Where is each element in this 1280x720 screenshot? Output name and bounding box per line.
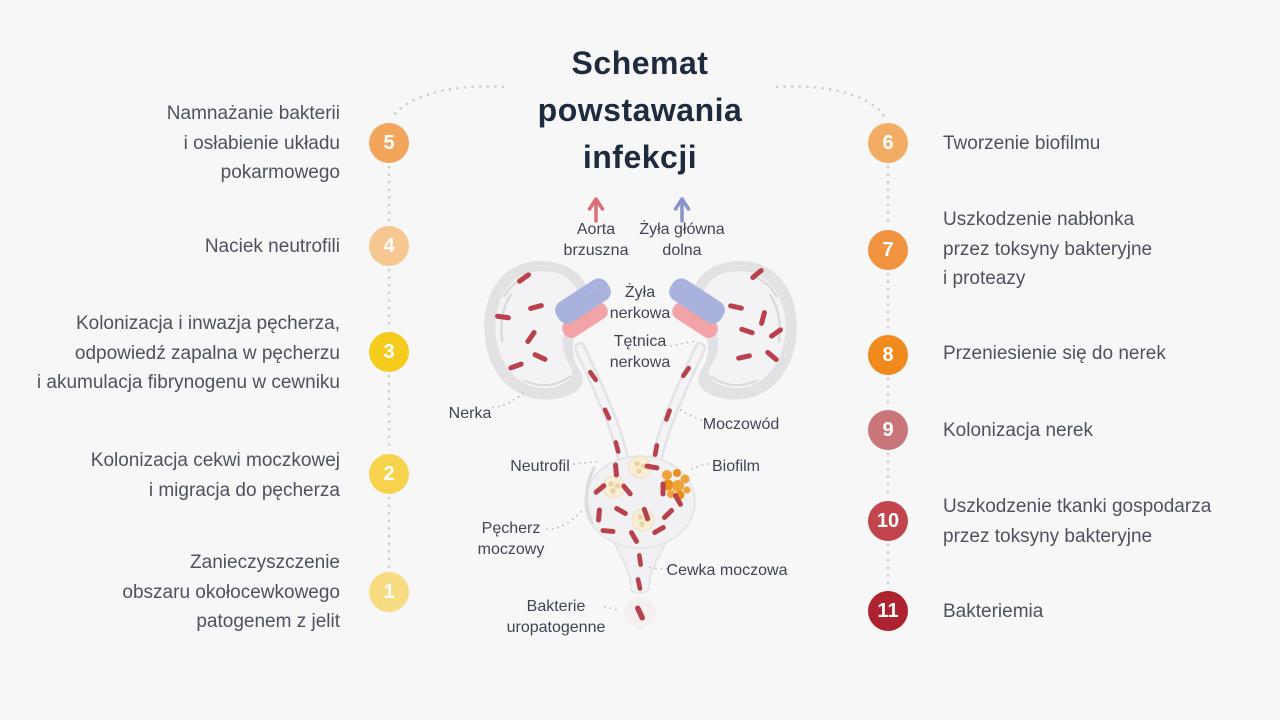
neutrophil-label: Neutrofil: [510, 458, 570, 475]
step-circle-1: 1: [369, 572, 409, 612]
step-5-text: Namnażanie bakterii i osłabienie układu …: [167, 99, 340, 188]
step-circle-7: 7: [868, 230, 908, 270]
step-circle-3: 3: [369, 332, 409, 372]
step-line: Kolonizacja i inwazja pęcherza,: [75, 313, 340, 334]
step-circle-5: 5: [369, 123, 409, 163]
step-4-text: Naciek neutrofili: [205, 232, 340, 262]
label-line: Aorta: [576, 221, 616, 238]
label-line: nerkowa: [609, 305, 671, 322]
renal-vein-label: Żyła nerkowa: [610, 282, 670, 324]
step-line: Naciek neutrofili: [204, 236, 340, 257]
ureter-label: Moczowód: [702, 416, 780, 433]
label-line: uropatogenne: [506, 619, 606, 636]
label-line: Bakterie: [526, 598, 586, 615]
step-line: Uszkodzenie tkanki gospodarza: [943, 496, 1212, 517]
label-line: moczowy: [477, 541, 545, 558]
step-3-text: Kolonizacja i inwazja pęcherza, odpowied…: [37, 309, 340, 398]
title-line: infekcji: [582, 139, 698, 175]
renal-artery-label: Tętnica nerkowa: [610, 331, 670, 373]
aorta-arrow-icon: [587, 197, 605, 223]
step-line: obszaru okołocewkowego: [122, 581, 340, 603]
label-line: nerkowa: [609, 354, 671, 371]
step-line: i akumulacja fibrynogenu w cewniku: [36, 372, 340, 393]
step-11-text: Bakteriemia: [943, 597, 1043, 627]
right-renal-artery: [672, 301, 718, 339]
title-line: powstawania: [537, 92, 743, 128]
step-circle-6: 6: [868, 123, 908, 163]
step-line: przez toksyny bakteryjne: [943, 238, 1153, 260]
biofilm-cluster: [662, 469, 691, 500]
vena-cava-label: Żyła główna dolna: [639, 219, 724, 261]
label-line: Żyła: [624, 284, 656, 301]
flow-arrows: [587, 197, 691, 223]
step-6-text: Tworzenie biofilmu: [943, 129, 1100, 159]
timeline-dotted-lines: [387, 85, 890, 590]
step-line: pokarmowego: [220, 162, 340, 183]
kidney-label: Nerka: [448, 405, 492, 422]
step-10-text: Uszkodzenie tkanki gospodarza przez toks…: [943, 492, 1211, 551]
step-line: Kolonizacja nerek: [943, 420, 1093, 441]
label-line: Tętnica: [613, 333, 667, 350]
bacteria-rods: [495, 267, 784, 621]
left-renal-vein: [555, 278, 611, 324]
step-line: przez toksyny bakteryjne: [943, 525, 1153, 547]
arc-title-to-step6: [775, 85, 888, 121]
step-line: Przeniesienie się do nerek: [943, 343, 1166, 364]
step-1-text: Zanieczyszczenie obszaru okołocewkowego …: [122, 548, 340, 637]
step-line: Zanieczyszczenie: [190, 552, 340, 573]
step-line: odpowiedź zapalna w pęcherzu: [74, 342, 340, 364]
vena-cava-arrow-icon: [673, 197, 691, 223]
step-line: i proteazy: [943, 268, 1026, 289]
step-line: Uszkodzenie nabłonka: [943, 209, 1135, 230]
step-circle-9: 9: [868, 410, 908, 450]
step-2-text: Kolonizacja cekwi moczkowej i migracja d…: [91, 446, 340, 505]
renal-vessels: [555, 278, 725, 339]
step-circle-4: 4: [369, 226, 409, 266]
step-line: i migracja do pęcherza: [148, 479, 340, 501]
step-line: Kolonizacja cekwi moczkowej: [90, 450, 340, 471]
step-7-text: Uszkodzenie nabłonka przez toksyny bakte…: [943, 205, 1152, 294]
step-circle-8: 8: [868, 335, 908, 375]
uropathogenic-bacteria-label: Bakterie uropatogenne: [507, 596, 606, 638]
leader-lines: [492, 288, 709, 612]
urethra-label: Cewka moczowa: [666, 562, 788, 579]
step-line: Namnażanie bakterii: [166, 103, 340, 124]
title-line: Schemat: [571, 45, 709, 81]
step-circle-2: 2: [369, 454, 409, 494]
step-circle-11: 11: [868, 591, 908, 631]
right-renal-vein: [669, 278, 725, 324]
aorta-label: Aorta brzuszna: [564, 219, 629, 261]
step-line: patogenem z jelit: [196, 611, 340, 632]
left-renal-artery: [562, 301, 608, 339]
label-line: Żyła główna: [639, 221, 725, 238]
step-line: Bakteriemia: [943, 601, 1044, 622]
biofilm-label: Biofilm: [711, 458, 761, 475]
label-line: Pęcherz: [481, 520, 541, 537]
step-9-text: Kolonizacja nerek: [943, 416, 1093, 446]
step-circle-10: 10: [868, 501, 908, 541]
page-title: Schemat powstawania infekcji: [0, 40, 1280, 181]
label-line: dolna: [662, 242, 702, 259]
step-8-text: Przeniesienie się do nerek: [943, 339, 1166, 369]
bladder-label: Pęcherz moczowy: [478, 518, 545, 560]
step-line: i osłabienie układu: [183, 132, 340, 154]
label-line: brzuszna: [563, 242, 629, 259]
arc-title-to-step5: [389, 85, 505, 121]
step-line: Tworzenie biofilmu: [943, 133, 1101, 154]
